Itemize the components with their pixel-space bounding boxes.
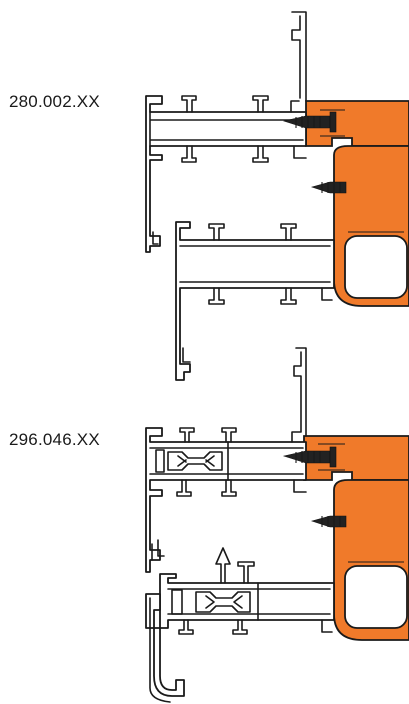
bottom-frame-profile (145, 427, 307, 573)
profile-label-top: 280.002.XX (9, 92, 100, 111)
top-sash-profile (175, 221, 335, 381)
profile-label-bottom: 296.046.XX (9, 430, 100, 449)
bottom-screw-upper-head (329, 446, 337, 468)
bottom-screw-upper-thread (295, 451, 321, 463)
bottom-screws (282, 446, 347, 528)
bottom-sash-leg-edge (149, 597, 171, 703)
top-frame-chambers (149, 111, 304, 147)
bottom-sash-chambers (167, 582, 331, 621)
top-frame-profile (145, 95, 307, 253)
bottom-frame-leg (293, 347, 307, 437)
top-frame-leg (291, 11, 307, 102)
bottom-sash-arrow (215, 547, 231, 584)
bottom-assembly (145, 347, 409, 703)
bottom-frame-thermal-break (167, 451, 223, 471)
bottom-sash-leg (145, 593, 185, 697)
top-wood-frame (305, 100, 409, 307)
bottom-sash-gasket (171, 589, 183, 615)
bottom-sash-hollow (344, 565, 408, 629)
bottom-screw-lower (310, 515, 347, 528)
bottom-frame-gasket (155, 449, 165, 473)
top-sash-hollow (344, 235, 408, 299)
bottom-frame-fins (176, 427, 307, 497)
bottom-screw-lower-thread (321, 516, 341, 527)
top-screw-upper-head (329, 111, 337, 133)
bottom-sash-profile (145, 539, 335, 703)
bottom-sash-outline (159, 573, 335, 629)
top-screws (282, 111, 347, 194)
top-sash-fins (208, 223, 333, 305)
top-wood-grain (320, 109, 345, 137)
bottom-wood-grain (318, 443, 345, 471)
bottom-sash-thermal-break (195, 591, 251, 613)
bottom-frame-clip (151, 539, 165, 561)
top-frame-outline (145, 95, 307, 253)
top-sash-outline (175, 221, 335, 381)
top-screw-lower-thread (321, 182, 341, 193)
top-frame-clip (152, 231, 159, 245)
top-screw-upper-thread (295, 116, 321, 128)
top-screw-lower (310, 181, 347, 194)
top-sash-chambers (179, 245, 331, 283)
bottom-frame-outline (145, 427, 307, 573)
bottom-frame-chambers (149, 441, 304, 481)
top-sash-clip (182, 347, 191, 363)
bottom-sash-fins (178, 561, 333, 635)
top-frame-fins (181, 95, 307, 163)
top-assembly (145, 11, 409, 381)
